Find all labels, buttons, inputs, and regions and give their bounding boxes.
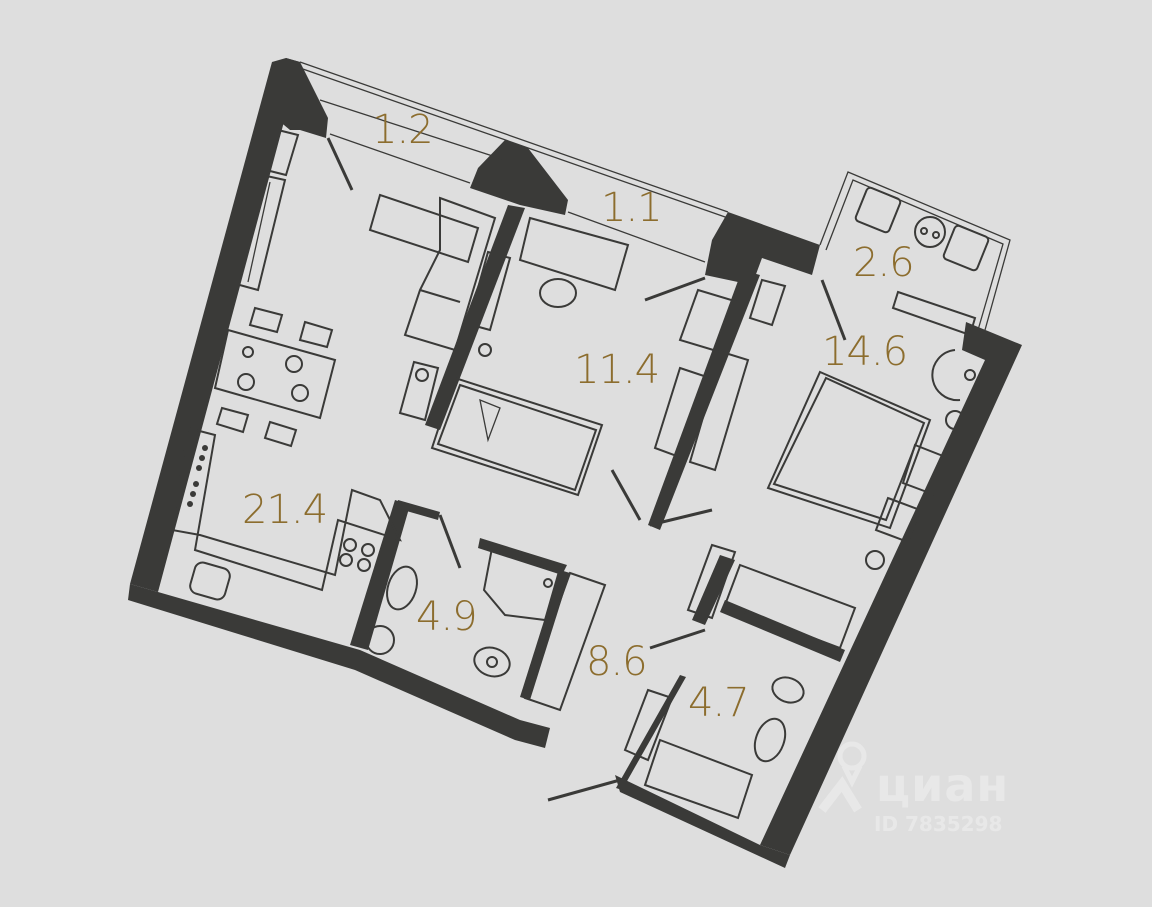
furniture-wardrobe (653, 278, 787, 472)
area-label-bathroom-1: 4.9 (416, 594, 478, 640)
furniture-balcony (854, 186, 990, 272)
watermark-brand: циан (876, 758, 1010, 812)
door-swings (326, 137, 847, 802)
furniture-bedroom-2 (766, 290, 977, 570)
area-label-bathroom-2: 4.7 (688, 680, 750, 726)
area-label-balcony-2: 1.1 (601, 185, 663, 231)
furniture-bedroom-1 (430, 216, 630, 497)
furniture-living (170, 128, 497, 601)
furniture-bathroom-1 (365, 546, 607, 712)
outer-walls (128, 58, 1022, 868)
area-label-balcony-1: 1.2 (372, 107, 434, 153)
watermark-id: ID 7835298 (874, 812, 1003, 836)
furniture-bathroom-2 (623, 543, 857, 820)
area-label-balcony-3: 2.6 (853, 240, 915, 286)
area-label-bedroom-2: 14.6 (822, 329, 908, 375)
area-label-hallway: 8.6 (586, 639, 648, 685)
balcony-outlines (299, 61, 1011, 331)
area-label-kitchen-living: 21.4 (242, 487, 328, 533)
location-pin-icon (818, 741, 867, 813)
area-label-bedroom-1: 11.4 (574, 347, 660, 393)
